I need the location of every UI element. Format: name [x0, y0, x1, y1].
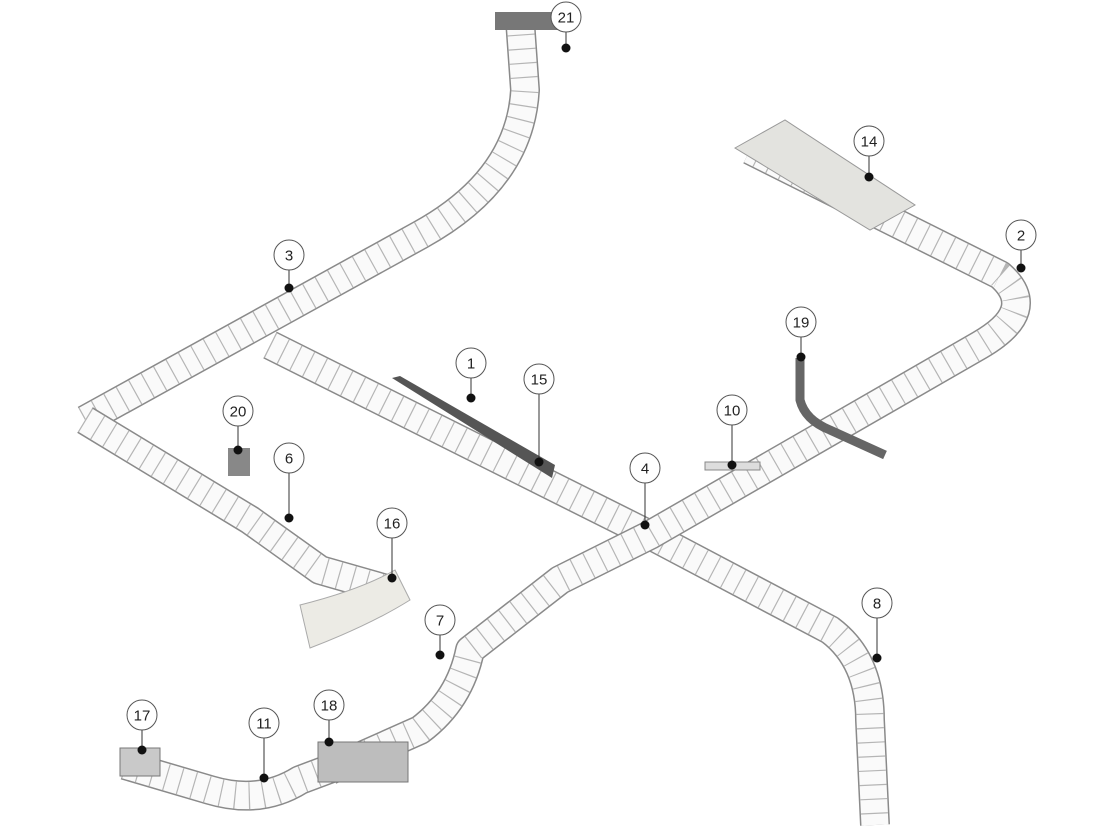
callout-1: 1: [455, 347, 487, 403]
callout-circle: [273, 239, 305, 271]
callout-circle: [1005, 219, 1037, 251]
callout-14: 14: [853, 125, 885, 182]
divider-strip-15: [392, 376, 555, 478]
callout-number: 17: [134, 708, 151, 725]
callout-circle: [716, 394, 748, 426]
callout-dot: [864, 172, 874, 182]
callout-dot: [640, 520, 650, 530]
callout-number: 1: [467, 356, 475, 373]
callout-number: 3: [285, 248, 293, 265]
callout-4: 4: [629, 452, 661, 530]
bracket-20: [228, 448, 250, 476]
callout-number: 10: [724, 403, 741, 420]
callout-dot: [727, 460, 737, 470]
support-18: [317, 741, 409, 783]
callout-dot: [137, 745, 147, 755]
callout-circle: [126, 699, 158, 731]
callout-circle: [550, 1, 582, 33]
callout-20: 20: [222, 395, 254, 455]
callout-19: 19: [785, 306, 817, 362]
tray-run-1: [263, 331, 890, 826]
callout-dot: [259, 773, 269, 783]
end-cover-16: [299, 569, 411, 649]
callout-dot: [284, 283, 294, 293]
callout-number: 19: [793, 315, 810, 332]
callout-number: 4: [641, 461, 649, 478]
tray-run-6: [77, 407, 395, 605]
callout-15: 15: [523, 363, 555, 467]
callout-dot: [796, 352, 806, 362]
callout-number: 18: [321, 698, 338, 715]
callout-dot: [387, 573, 397, 583]
callout-dot: [435, 650, 445, 660]
callout-18: 18: [313, 689, 345, 747]
callout-number: 20: [230, 404, 247, 421]
callout-dot: [284, 513, 294, 523]
callout-7: 7: [424, 604, 456, 660]
tray-run-11: [120, 750, 346, 811]
tray-run-3: [77, 18, 540, 434]
callout-number: 14: [861, 134, 878, 151]
callout-17: 17: [126, 699, 158, 755]
callout-dot: [561, 43, 571, 53]
callout-circle: [313, 689, 345, 721]
callout-circle: [273, 442, 305, 474]
callout-circle: [376, 507, 408, 539]
vertical-bend-19: [795, 358, 887, 460]
callout-circle: [424, 604, 456, 636]
callout-circle: [523, 363, 555, 395]
callout-number: 6: [285, 451, 293, 468]
callout-2: 2: [1005, 219, 1037, 273]
callout-10: 10: [716, 394, 748, 470]
callout-circle: [853, 125, 885, 157]
callout-3: 3: [273, 239, 305, 293]
callout-11: 11: [248, 707, 280, 783]
callout-dot: [233, 445, 243, 455]
tray-run-2: [323, 136, 1031, 784]
callout-circle: [455, 347, 487, 379]
callout-number: 7: [436, 613, 444, 630]
callout-number: 15: [531, 372, 548, 389]
callout-dot: [324, 737, 334, 747]
support-17: [119, 747, 161, 777]
callout-number: 8: [873, 596, 881, 613]
callout-21: 21: [550, 1, 582, 53]
callout-dot: [466, 393, 476, 403]
callout-6: 6: [273, 442, 305, 523]
callout-16: 16: [376, 507, 408, 583]
callout-circle: [785, 306, 817, 338]
callout-number: 21: [558, 10, 575, 27]
tray-runs: [77, 18, 1031, 826]
callout-circle: [248, 707, 280, 739]
tray-cover-14: [734, 119, 916, 231]
callout-circle: [222, 395, 254, 427]
callout-dot: [1016, 263, 1026, 273]
callout-number: 2: [1017, 228, 1025, 245]
callout-circle: [629, 452, 661, 484]
callout-number: 16: [384, 516, 401, 533]
callout-8: 8: [861, 587, 893, 663]
callout-dot: [534, 457, 544, 467]
callouts: 21 14 2 3 19 1 15 10 20 6 4 16 8 7 17 11 18: [126, 1, 1037, 783]
callout-number: 11: [256, 716, 272, 733]
callout-dot: [872, 653, 882, 663]
callout-circle: [861, 587, 893, 619]
